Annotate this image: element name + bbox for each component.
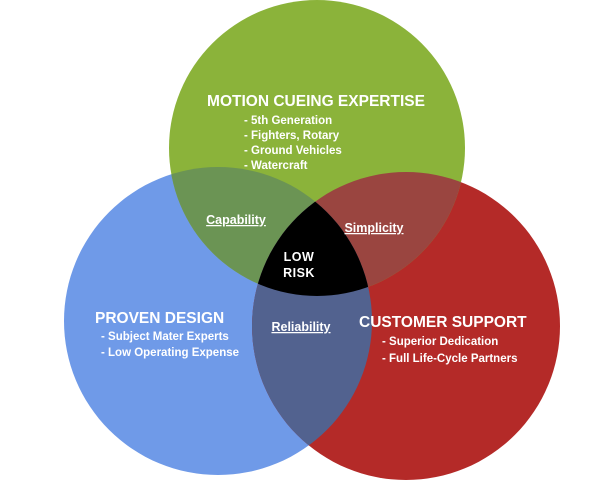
proven-title: PROVEN DESIGN: [95, 310, 224, 327]
motion-title: MOTION CUEING EXPERTISE: [207, 93, 425, 110]
motion-bullet-3: - Ground Vehicles: [244, 145, 342, 157]
customer-bullet-2: - Full Life-Cycle Partners: [382, 353, 517, 365]
motion-bullet-1: - 5th Generation: [244, 115, 332, 127]
overlap-motion-proven: [169, 167, 372, 296]
overlap-label-simplicity: Simplicity: [344, 221, 403, 235]
proven-bullet-1: - Subject Mater Experts: [101, 331, 229, 343]
overlap-label-capability: Capability: [206, 213, 266, 227]
motion-bullet-4: - Watercraft: [244, 160, 308, 172]
overlap-label-reliability: Reliability: [271, 320, 330, 334]
customer-bullet-1: - Superior Dedication: [382, 336, 498, 348]
proven-bullet-2: - Low Operating Expense: [101, 347, 239, 359]
center-label-line1: LOW: [284, 250, 315, 264]
motion-bullet-2: - Fighters, Rotary: [244, 130, 340, 142]
overlap-motion-customer: [252, 172, 465, 296]
customer-title: CUSTOMER SUPPORT: [359, 314, 527, 331]
center-label-line2: RISK: [283, 266, 315, 280]
